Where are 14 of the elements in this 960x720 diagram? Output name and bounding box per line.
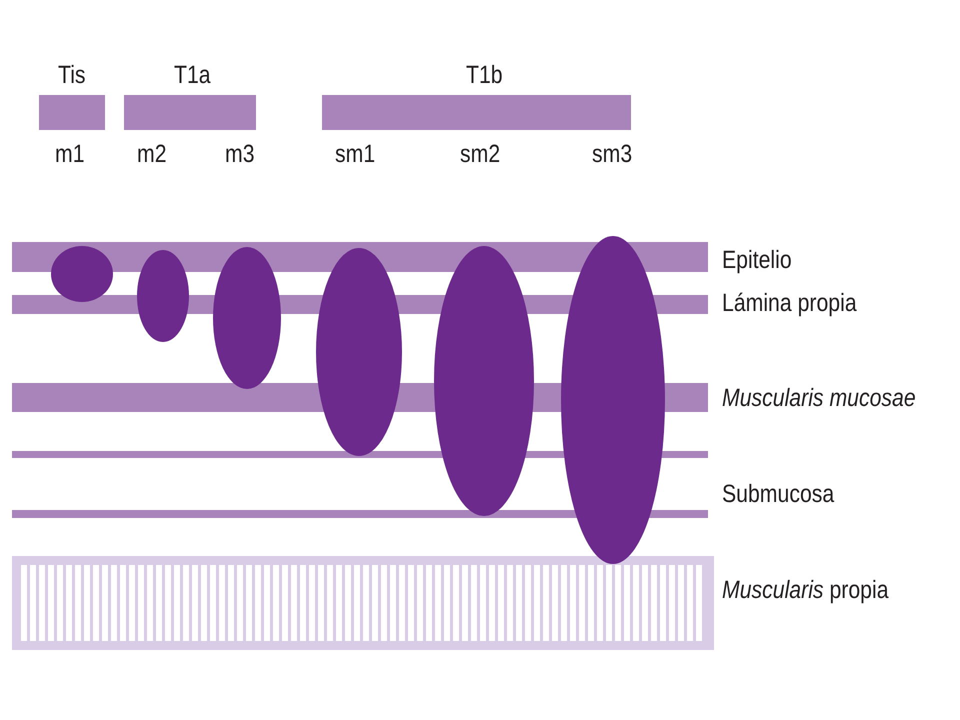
- stage-label: T1b: [466, 61, 502, 89]
- layer-label: Muscularis mucosae: [722, 384, 916, 412]
- layer-label: Lámina propia: [722, 289, 857, 317]
- layer-label: Muscularis propia: [722, 576, 889, 604]
- level-label: m3: [225, 140, 255, 168]
- stage-label: Tis: [58, 61, 86, 89]
- layer-label: Epitelio: [722, 246, 792, 274]
- layer-label: Submucosa: [722, 480, 834, 508]
- level-label: m1: [55, 140, 85, 168]
- stage-label: T1a: [174, 61, 210, 89]
- level-label: sm2: [460, 140, 500, 168]
- level-label: sm1: [334, 140, 376, 168]
- level-label: sm3: [592, 140, 632, 168]
- level-label: m2: [137, 140, 167, 168]
